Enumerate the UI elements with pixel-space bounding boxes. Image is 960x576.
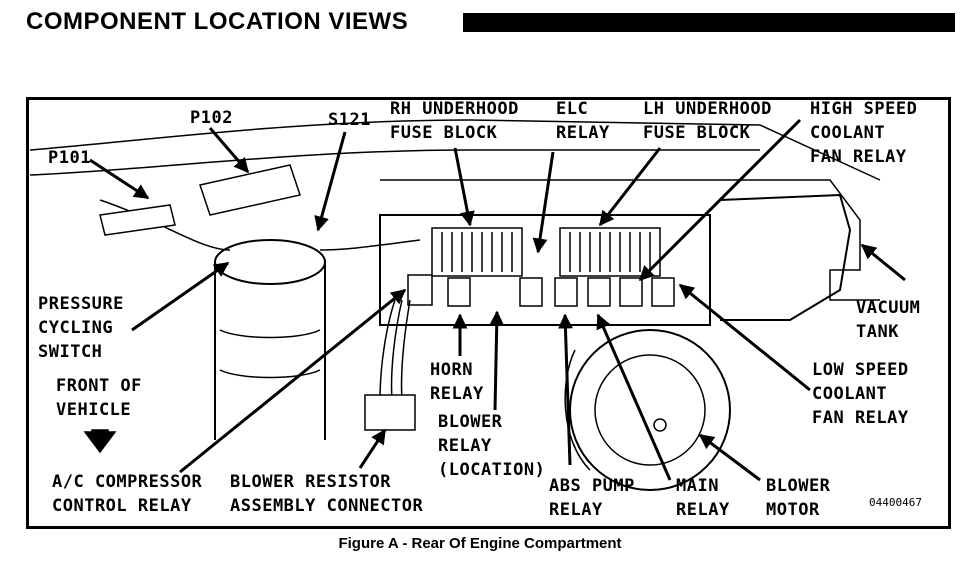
leader-blower-relay — [489, 310, 505, 411]
label-ac-compressor-control-relay: A/C COMPRESSOR CONTROL RELAY — [52, 472, 203, 516]
label-high-speed-coolant-fan-relay: HIGH SPEED COOLANT FAN RELAY — [810, 99, 918, 167]
fuse-slots — [441, 232, 651, 272]
leader-ac-comp — [179, 288, 407, 474]
figure-frame — [26, 97, 951, 529]
leader-high-speed — [638, 118, 802, 282]
leader-blower-motor — [698, 433, 761, 482]
label-low-speed-coolant-fan-relay: LOW SPEED COOLANT FAN RELAY — [812, 360, 909, 428]
label-front-of-vehicle: FRONT OF VEHICLE — [56, 376, 142, 420]
leader-abs — [557, 313, 573, 466]
leader-p102 — [208, 127, 250, 174]
label-rh-underhood-fuse-block: RH UNDERHOOD FUSE BLOCK — [390, 99, 519, 143]
label-vacuum-tank: VACUUM TANK — [856, 298, 921, 342]
label-main-relay: MAIN RELAY — [676, 476, 730, 520]
leader-rh-fuse — [453, 147, 475, 227]
label-blower-resistor-assembly-connector: BLOWER RESISTOR ASSEMBLY CONNECTOR — [230, 472, 424, 516]
label-p102: P102 — [190, 108, 233, 128]
leader-blower-res — [358, 428, 387, 469]
leader-s121 — [314, 131, 347, 232]
label-blower-relay-location: BLOWER RELAY (LOCATION) — [438, 412, 546, 480]
leader-low-speed — [678, 283, 811, 392]
label-blower-motor: BLOWER MOTOR — [766, 476, 831, 520]
leader-main — [596, 313, 672, 481]
figure-code: 04400467 — [869, 496, 922, 509]
leader-pressure — [131, 261, 230, 332]
label-p101: P101 — [48, 148, 91, 168]
label-elc-relay: ELC RELAY — [556, 99, 610, 143]
leader-lh-fuse — [598, 147, 662, 227]
figure-caption: Figure A - Rear Of Engine Compartment — [338, 535, 622, 552]
leader-elc — [532, 151, 555, 254]
label-pressure-cycling-switch: PRESSURE CYCLING SWITCH — [38, 294, 124, 362]
leader-p101 — [89, 158, 150, 200]
header-rule — [463, 13, 955, 32]
label-lh-underhood-fuse-block: LH UNDERHOOD FUSE BLOCK — [643, 99, 772, 143]
page-title: COMPONENT LOCATION VIEWS — [26, 8, 409, 35]
leader-vacuum — [860, 243, 906, 282]
label-abs-pump-relay: ABS PUMP RELAY — [549, 476, 635, 520]
label-s121: S121 — [328, 110, 371, 130]
label-horn-relay: HORN RELAY — [430, 360, 484, 404]
